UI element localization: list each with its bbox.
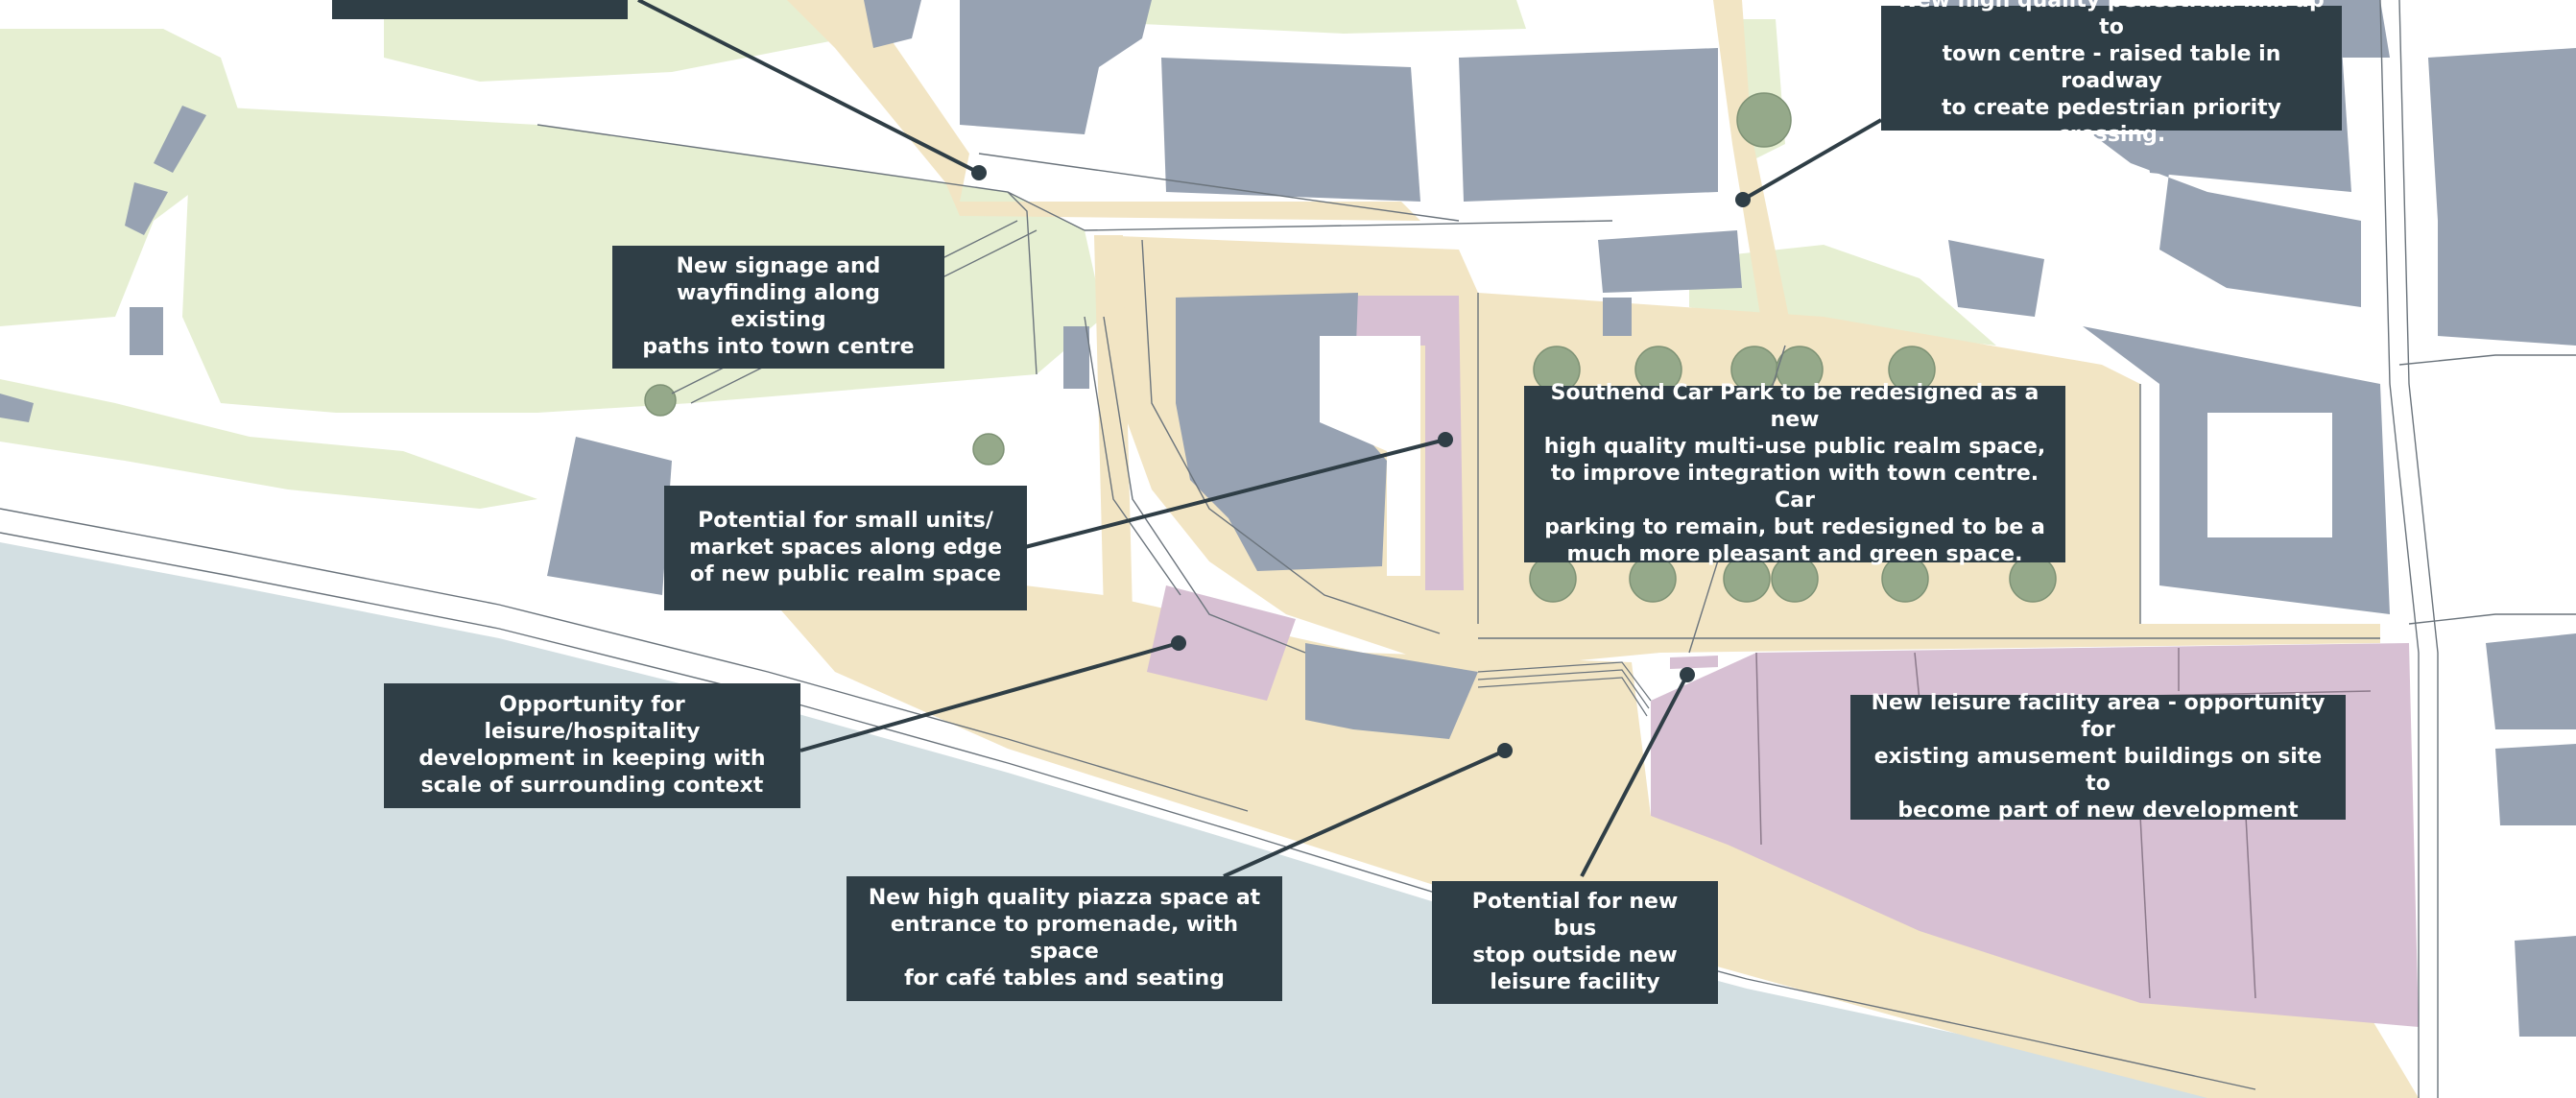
leader-dot xyxy=(1438,432,1453,447)
callout-pedestrian-link: New high quality pedestrian link up to t… xyxy=(1881,0,2342,147)
road-edge xyxy=(1141,239,1441,634)
leader-dot xyxy=(1735,192,1751,207)
tree xyxy=(644,384,677,417)
leader-line-bus-stop xyxy=(1580,674,1689,877)
tree xyxy=(972,433,1005,465)
leisure-division-line xyxy=(1755,652,1762,846)
building xyxy=(1161,58,1420,202)
road-edge xyxy=(2398,354,2576,366)
building xyxy=(1063,326,1089,389)
callout-leisure-hospitality: Opportunity for leisure/hospitality deve… xyxy=(384,683,800,808)
promenade-steps xyxy=(1477,661,1652,717)
leader-dot xyxy=(1171,635,1186,651)
park-west-upper xyxy=(0,29,240,326)
public-realm-north-path xyxy=(787,0,1420,221)
building xyxy=(960,0,1152,134)
leader-line-pedestrian-link xyxy=(1742,118,1882,202)
road-edge xyxy=(0,532,2256,1090)
building xyxy=(1459,48,1718,202)
leader-dot xyxy=(971,165,987,180)
leader-line-leisure-hospitality xyxy=(799,641,1180,752)
building xyxy=(1305,643,1478,739)
building-courtyard xyxy=(1320,336,1420,576)
building xyxy=(2495,744,2576,825)
building xyxy=(2092,134,2361,307)
park-top xyxy=(384,0,864,82)
building xyxy=(2428,48,2576,346)
bus-stop-marker xyxy=(1670,656,1718,669)
road-edge xyxy=(2379,0,2420,1098)
leader-dots xyxy=(971,165,1751,758)
road-edge xyxy=(1084,220,1613,231)
leader-line-north-path xyxy=(637,0,980,175)
road-edge xyxy=(1103,316,1306,654)
trees xyxy=(644,92,2057,603)
callout-signage: New signage and wayfinding along existin… xyxy=(612,246,944,369)
callout-leisure-facility: New leisure facility area - opportunity … xyxy=(1850,691,2346,823)
step-line xyxy=(1477,677,1648,717)
building xyxy=(2486,633,2576,729)
leader-lines xyxy=(637,0,1882,878)
building-courtyard xyxy=(2207,413,2332,537)
road-edge xyxy=(2408,613,2576,625)
sea-area xyxy=(0,542,2255,1098)
building xyxy=(2515,936,2576,1037)
building xyxy=(154,106,206,173)
building xyxy=(1603,298,1632,336)
callout-piazza: New high quality piazza space at entranc… xyxy=(847,876,1282,1001)
building xyxy=(130,307,163,355)
leader-line-piazza xyxy=(1223,749,1506,878)
callout-car-park: Southend Car Park to be redesigned as a … xyxy=(1524,381,2065,566)
park-top-centre xyxy=(1133,0,1526,34)
road-edge xyxy=(2398,0,2439,1098)
building xyxy=(125,182,168,235)
leisure-area-west xyxy=(1147,585,1296,701)
building xyxy=(0,394,34,422)
road-edge xyxy=(0,508,1249,812)
building xyxy=(547,437,672,595)
step-line xyxy=(1477,669,1650,709)
leader-dot xyxy=(1680,667,1695,682)
leader-dot xyxy=(1497,743,1513,758)
leisure-division-line xyxy=(2139,815,2151,999)
callout-bus-stop: Potential for new bus stop outside new l… xyxy=(1432,881,1718,1004)
leisure-area-strip xyxy=(1353,296,1464,590)
public-realm-link-path xyxy=(1713,0,1795,350)
callout-cropped xyxy=(332,0,628,19)
step-line xyxy=(1477,661,1652,702)
building xyxy=(864,0,921,48)
public-realm-promenade xyxy=(768,557,2419,1098)
building xyxy=(1598,230,1742,293)
road-edge xyxy=(1007,191,1038,375)
callout-small-units: Potential for small units/ market spaces… xyxy=(664,486,1027,610)
leisure-division-line xyxy=(2245,815,2256,999)
road-edge xyxy=(1084,316,1181,596)
building xyxy=(1948,240,2044,317)
road-edge xyxy=(978,153,1460,222)
park-lower-strip xyxy=(0,379,537,509)
tree xyxy=(1736,92,1792,148)
leader-line-small-units xyxy=(1024,438,1446,549)
public-realm-west-path xyxy=(1094,235,1133,614)
